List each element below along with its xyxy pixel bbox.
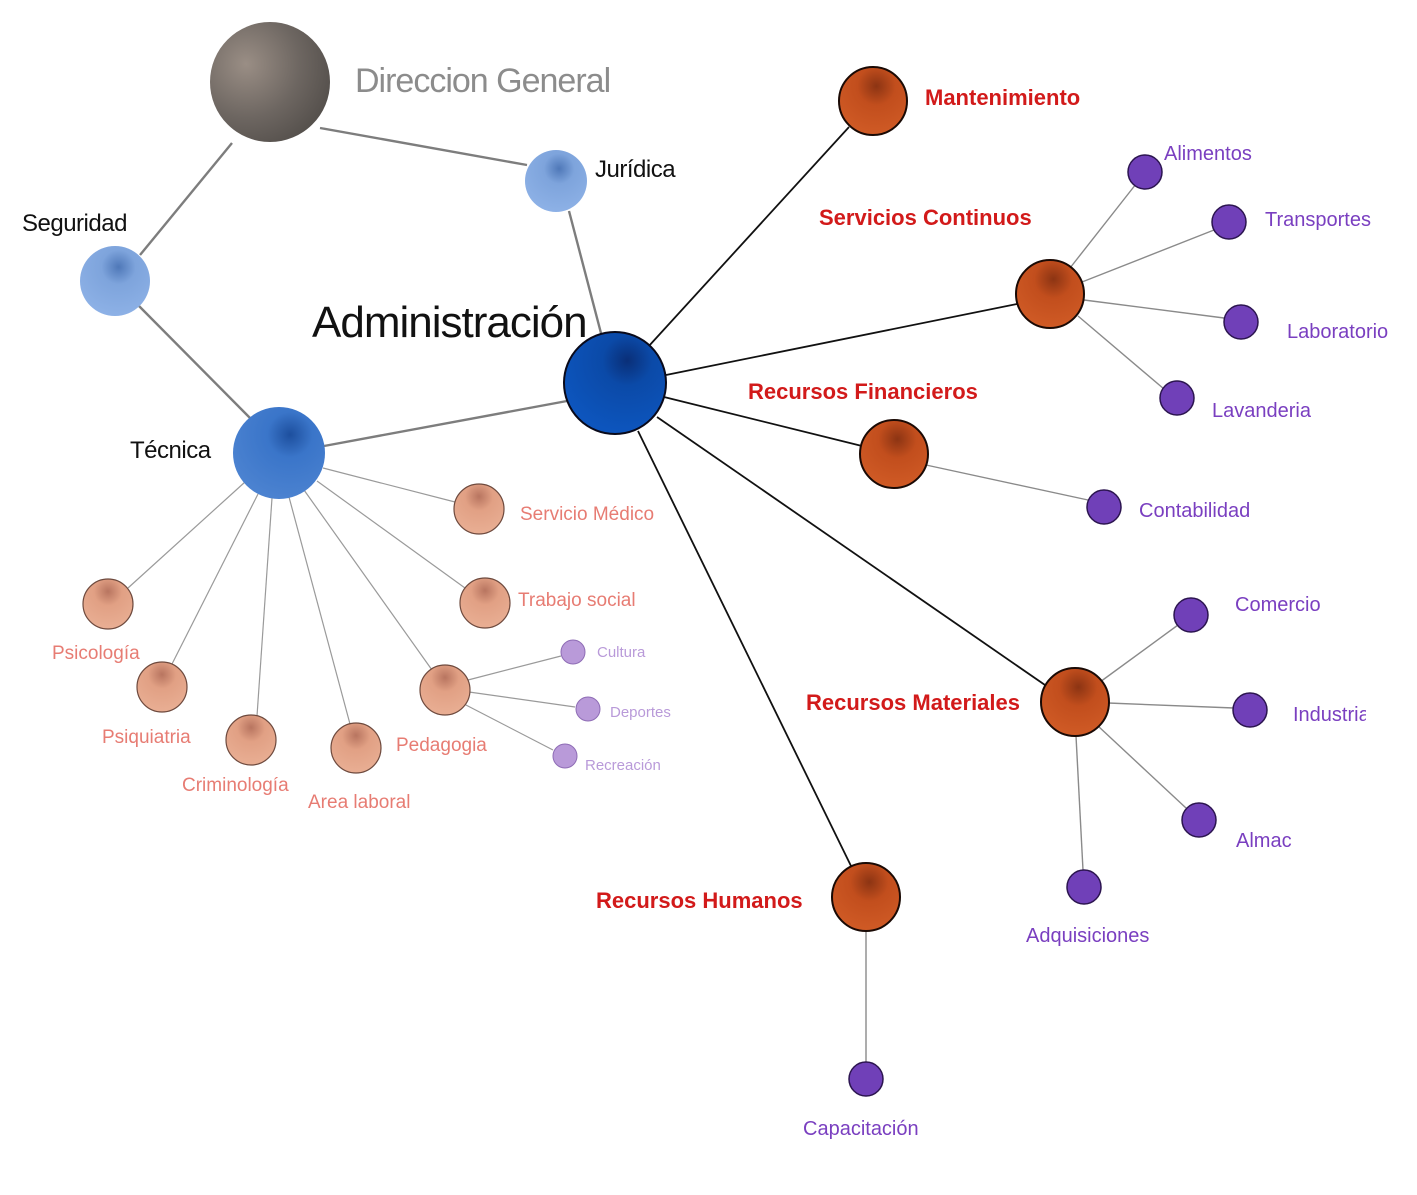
- edge-tecnica-psicologia: [127, 481, 246, 589]
- nodes: [80, 22, 1268, 1097]
- label-cultura: Cultura: [597, 644, 646, 661]
- edge-servicios-laboratorio: [1083, 299, 1225, 319]
- label-alimentos: Alimentos: [1164, 143, 1252, 165]
- node-tecnica[interactable]: [233, 407, 325, 499]
- node-cultura[interactable]: [560, 639, 586, 665]
- node-adquisiciones[interactable]: [1066, 869, 1102, 905]
- label-deportes: Deportes: [610, 704, 671, 721]
- labels: Direccion General Jurídica Seguridad Adm…: [22, 62, 1388, 1140]
- node-almacen[interactable]: [1181, 802, 1217, 838]
- label-psiquiatria: Psiquiatria: [102, 727, 191, 748]
- edge-materiales-almacen: [1097, 725, 1187, 809]
- clip-mask-almacen: [1298, 825, 1417, 860]
- edge-admin-materiales: [656, 416, 1046, 686]
- node-pedagogia[interactable]: [419, 664, 471, 716]
- label-administracion: Administración: [312, 298, 587, 347]
- node-contabilidad[interactable]: [1086, 489, 1122, 525]
- edge-seguridad-tecnica: [137, 304, 253, 421]
- node-recursos-financieros[interactable]: [859, 419, 929, 489]
- edge-tecnica-area-laboral: [288, 496, 351, 725]
- label-servicio-medico: Servicio Médico: [520, 504, 654, 525]
- edge-tecnica-pedagogia: [303, 489, 433, 671]
- label-seguridad: Seguridad: [22, 210, 127, 237]
- label-mantenimiento: Mantenimiento: [925, 85, 1080, 110]
- node-juridica[interactable]: [525, 150, 587, 212]
- node-psiquiatria[interactable]: [136, 661, 188, 713]
- label-laboratorio: Laboratorio: [1287, 321, 1388, 343]
- edge-tecnica-criminologia: [256, 497, 273, 717]
- label-transportes: Transportes: [1265, 209, 1371, 231]
- node-area-laboral[interactable]: [330, 722, 382, 774]
- node-trabajo-social[interactable]: [459, 577, 511, 629]
- node-deportes[interactable]: [575, 696, 601, 722]
- edge-admin-mantenimiento: [647, 126, 850, 348]
- node-transportes[interactable]: [1211, 204, 1247, 240]
- edge-financieros-contabilidad: [925, 464, 1089, 501]
- label-juridica: Jurídica: [595, 156, 676, 183]
- node-recreacion[interactable]: [552, 743, 578, 769]
- edge-root-seguridad: [139, 142, 233, 256]
- label-recursos-financieros: Recursos Financieros: [748, 379, 978, 404]
- clip-mask-industria: [1366, 695, 1417, 735]
- edge-admin-humanos: [637, 430, 853, 869]
- label-trabajo-social: Trabajo social: [518, 590, 636, 611]
- label-pedagogia: Pedagogia: [396, 735, 487, 756]
- node-comercio[interactable]: [1173, 597, 1209, 633]
- node-capacitacion[interactable]: [848, 1061, 884, 1097]
- label-tecnica: Técnica: [130, 437, 212, 464]
- edge-pedagogia-cultura: [467, 655, 562, 681]
- node-alimentos[interactable]: [1127, 154, 1163, 190]
- label-industria: Industria: [1293, 704, 1371, 726]
- node-lavanderia[interactable]: [1159, 380, 1195, 416]
- label-recreacion: Recreación: [585, 757, 661, 774]
- node-administracion[interactable]: [563, 331, 667, 435]
- label-servicios-continuos: Servicios Continuos: [819, 205, 1032, 230]
- node-laboratorio[interactable]: [1223, 304, 1259, 340]
- node-criminologia[interactable]: [225, 714, 277, 766]
- label-criminologia: Criminología: [182, 775, 289, 796]
- node-recursos-humanos[interactable]: [831, 862, 901, 932]
- node-servicio-medico[interactable]: [453, 483, 505, 535]
- edge-tecnica-servicio-medico: [322, 467, 456, 503]
- label-recursos-materiales: Recursos Materiales: [806, 690, 1020, 715]
- node-recursos-materiales[interactable]: [1040, 667, 1110, 737]
- node-psicologia[interactable]: [82, 578, 134, 630]
- edge-pedagogia-deportes: [468, 691, 576, 708]
- node-mantenimiento[interactable]: [838, 66, 908, 136]
- label-contabilidad: Contabilidad: [1139, 500, 1250, 522]
- edge-admin-servicios: [665, 303, 1018, 376]
- edge-root-juridica: [319, 126, 528, 167]
- edge-tecnica-administracion: [323, 399, 568, 448]
- label-comercio: Comercio: [1235, 594, 1321, 616]
- label-recursos-humanos: Recursos Humanos: [596, 888, 803, 913]
- node-direccion-general[interactable]: [210, 22, 330, 142]
- edge-servicios-alimentos: [1069, 183, 1137, 269]
- edge-servicios-lavanderia: [1077, 315, 1165, 390]
- edge-servicios-transportes: [1081, 229, 1215, 283]
- edge-juridica-administracion: [567, 210, 604, 338]
- edge-tecnica-psiquiatria: [171, 493, 259, 665]
- label-capacitacion: Capacitación: [803, 1118, 919, 1140]
- edge-materiales-comercio: [1099, 624, 1179, 683]
- edge-admin-financieros: [663, 396, 863, 447]
- edge-materiales-adquisiciones: [1075, 735, 1084, 871]
- label-adquisiciones: Adquisiciones: [1026, 925, 1149, 947]
- edge-materiales-industria: [1107, 702, 1235, 709]
- edge-pedagogia-recreacion: [463, 703, 554, 751]
- label-direccion-general: Direccion General: [355, 62, 610, 100]
- node-seguridad[interactable]: [80, 246, 150, 316]
- node-industria[interactable]: [1232, 692, 1268, 728]
- label-almacen: Almac: [1236, 830, 1292, 852]
- edge-tecnica-trabajo-social: [316, 480, 466, 589]
- edges: [127, 126, 1235, 1062]
- node-servicios-continuos[interactable]: [1015, 259, 1085, 329]
- label-psicologia: Psicología: [52, 643, 140, 664]
- label-area-laboral: Area laboral: [308, 792, 410, 813]
- label-lavanderia: Lavanderia: [1212, 400, 1312, 422]
